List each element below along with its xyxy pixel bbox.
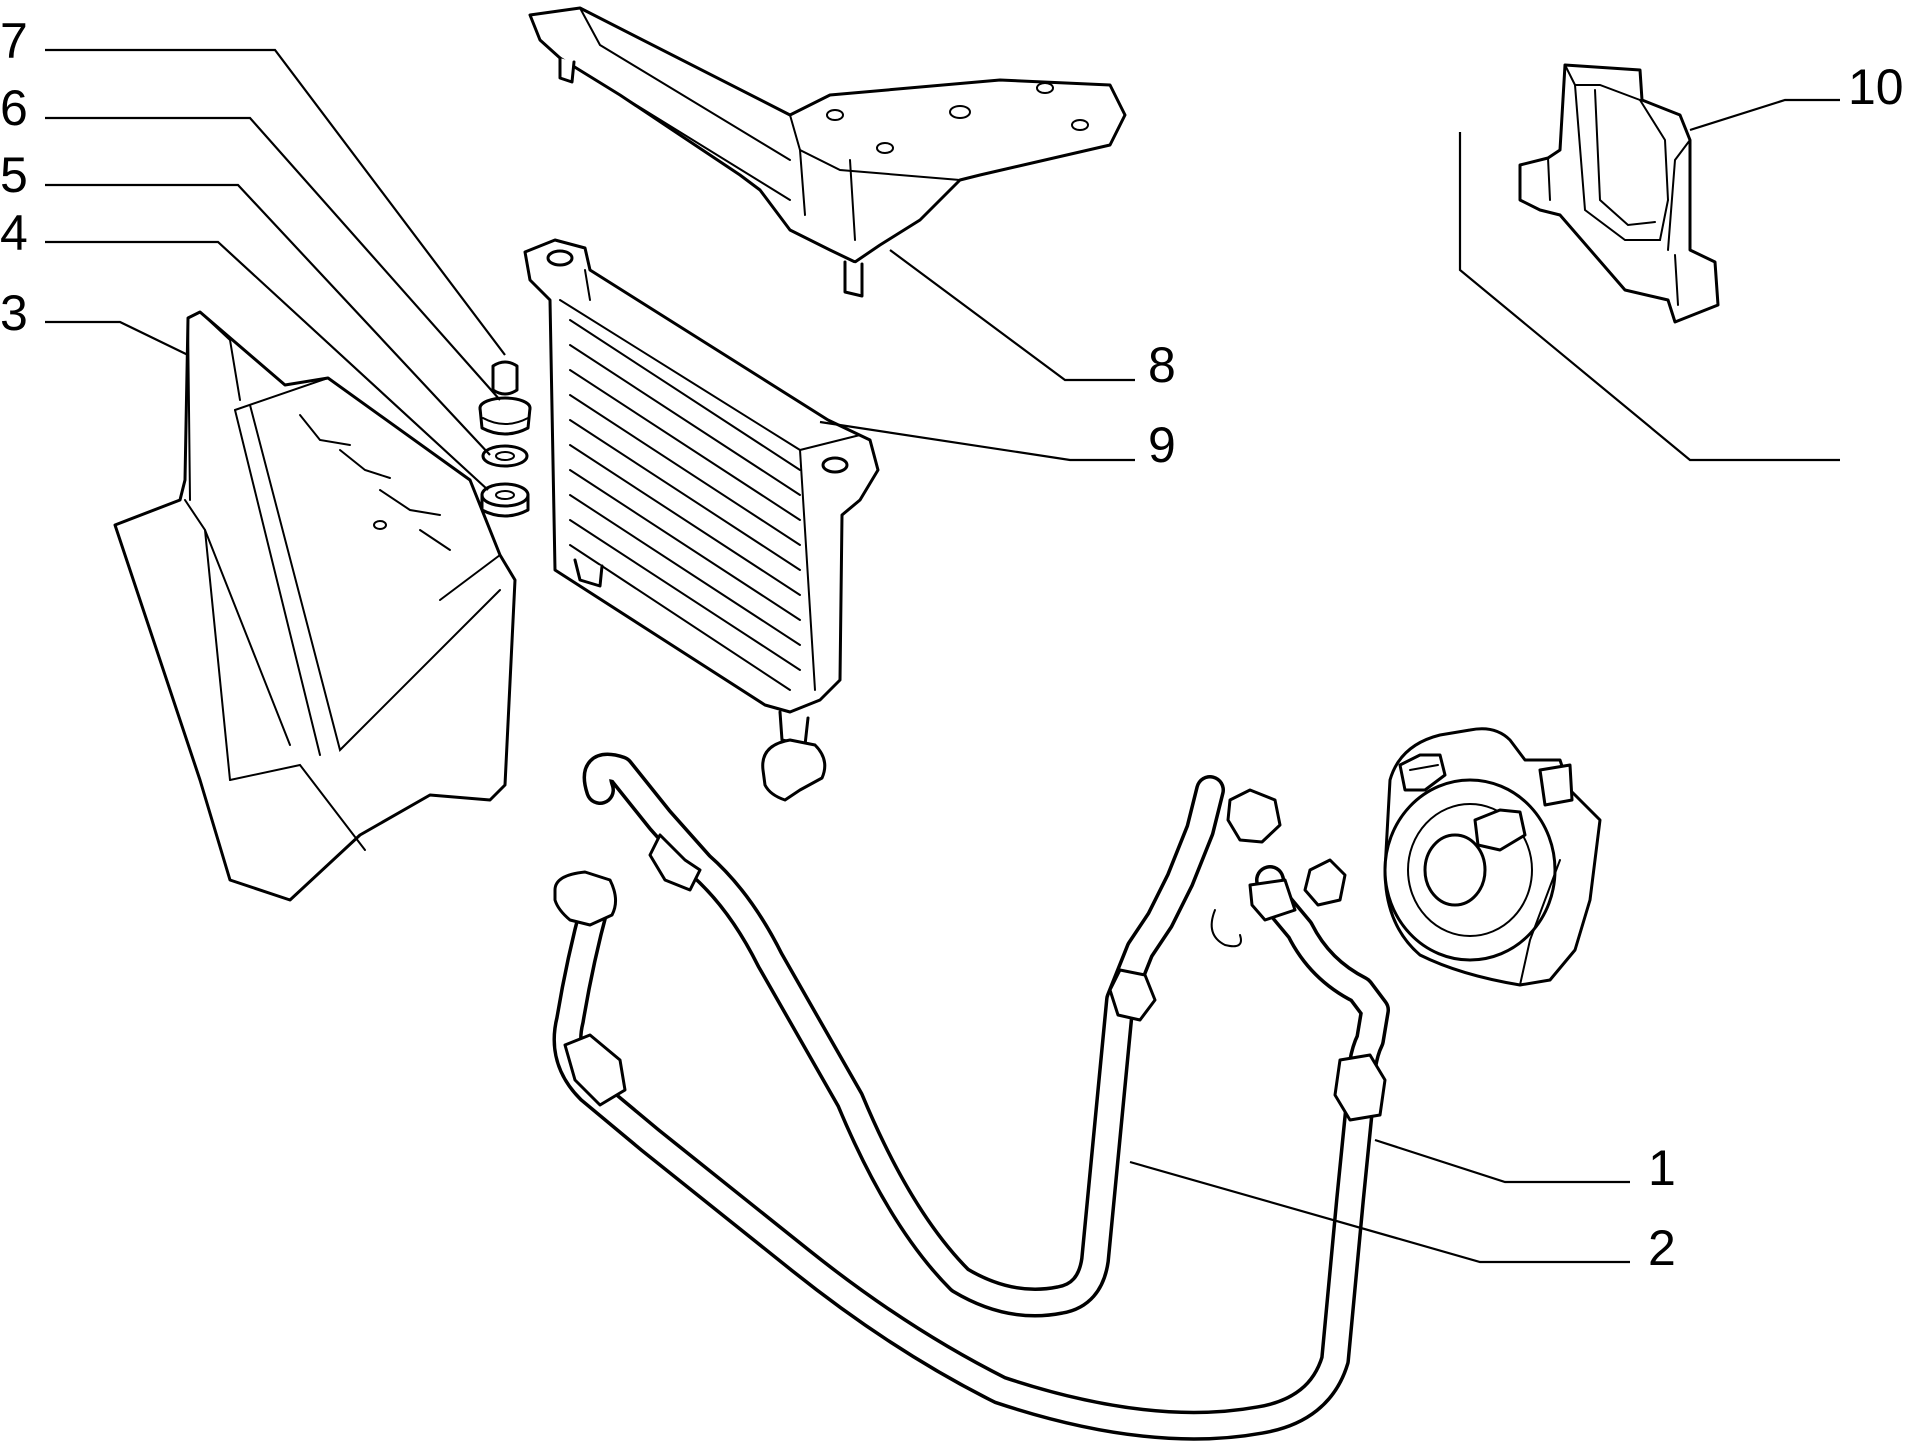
callout-4: 4 <box>0 205 28 261</box>
part-9-oil-cooler <box>523 238 880 747</box>
inset-frame <box>1458 132 1840 462</box>
callout-10: 10 <box>1848 59 1904 115</box>
leader-6 <box>45 116 501 401</box>
part-7-spacer <box>491 360 519 396</box>
callout-6: 6 <box>0 80 28 136</box>
callout-7: 7 <box>0 13 28 69</box>
callout-1: 1 <box>1648 1140 1676 1196</box>
callout-9: 9 <box>1148 417 1176 473</box>
hose-clip <box>1210 909 1242 948</box>
leader-4 <box>45 240 489 491</box>
part-1-hose <box>582 738 1282 1318</box>
part-5-washer <box>481 444 529 468</box>
leader-9 <box>819 420 1135 462</box>
leader-5 <box>45 183 491 456</box>
part-6-grommet <box>478 396 532 436</box>
part-10-bracket <box>1518 63 1720 324</box>
callout-3: 3 <box>0 285 28 341</box>
part-2-hose <box>552 858 1390 1441</box>
leader-10 <box>1689 98 1840 132</box>
callout-8: 8 <box>1148 337 1176 393</box>
part-3-air-duct <box>113 310 517 902</box>
leader-7 <box>45 48 506 356</box>
part-8-bracket <box>528 6 1127 298</box>
leader-2 <box>1129 1160 1630 1264</box>
callout-2: 2 <box>1648 1220 1676 1276</box>
callout-5: 5 <box>0 147 28 203</box>
leader-1 <box>1374 1138 1630 1184</box>
leader-3 <box>45 320 189 356</box>
leader-8 <box>889 249 1135 382</box>
power-steering-pump <box>1383 727 1602 987</box>
part-4-nut <box>480 482 530 518</box>
